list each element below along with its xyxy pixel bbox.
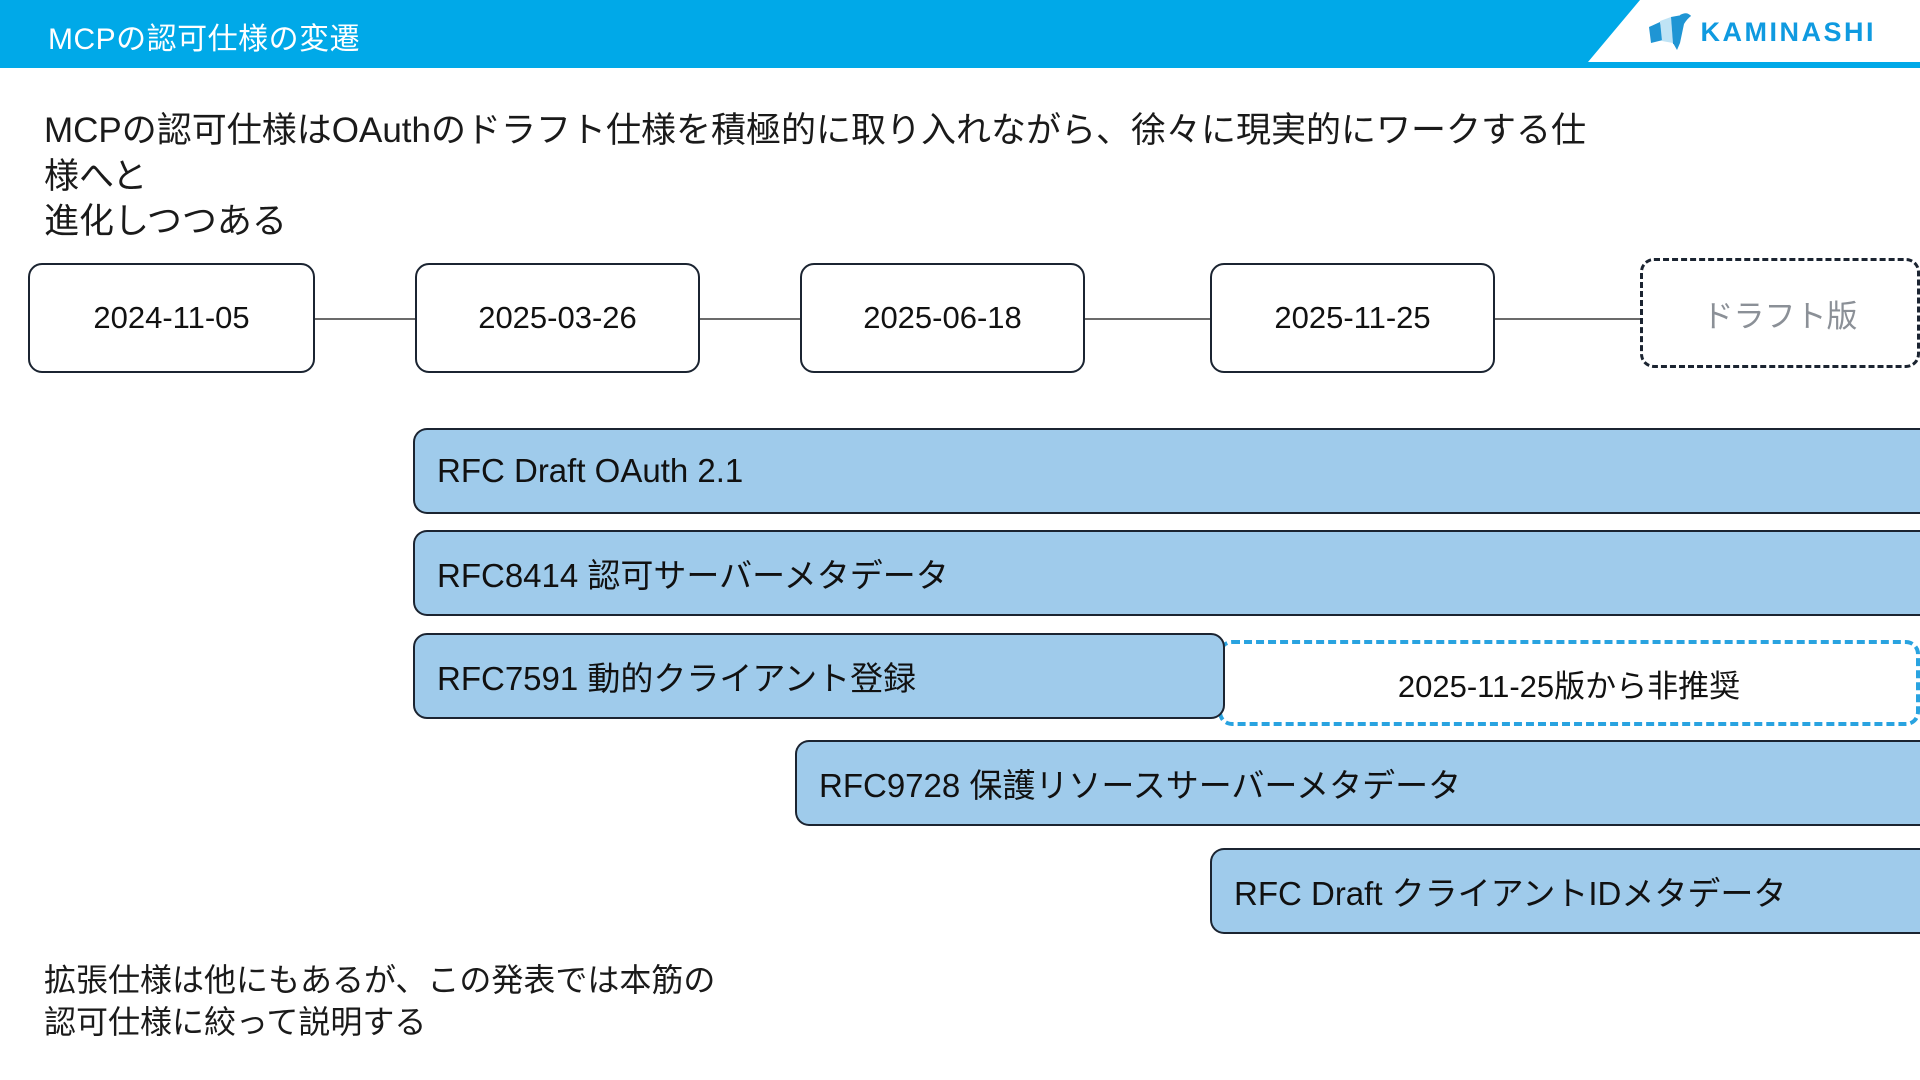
spec-bar-rfc9728[interactable]: RFC9728 保護リソースサーバーメタデータ [795,740,1920,826]
spec-bar-rfc7591[interactable]: RFC7591 動的クライアント登録 [413,633,1225,719]
slide-header: MCPの認可仕様の変遷 KAMINASHI [0,0,1920,68]
timeline-connector-4 [1495,318,1640,320]
timeline-milestone-2025-11-25[interactable]: 2025-11-25 [1210,263,1495,373]
header-rule [0,62,1920,68]
spec-bar-client-id-metadata[interactable]: RFC Draft クライアントIDメタデータ [1210,848,1920,934]
footnote-line-1: 拡張仕様は他にもあるが、この発表では本筋の [44,962,716,998]
spec-bar-oauth21[interactable]: RFC Draft OAuth 2.1 [413,428,1920,514]
subtitle-line-2: 進化しつつある [44,202,287,241]
page-title: MCPの認可仕様の変遷 [48,23,361,56]
timeline-milestone-2025-03-26[interactable]: 2025-03-26 [415,263,700,373]
slide-footnote: 拡張仕様は他にもあるが、この発表では本筋の 認可仕様に絞って説明する [44,960,715,1043]
timeline-connector-3 [1085,318,1210,320]
footnote-line-2: 認可仕様に絞って説明する [44,1003,427,1040]
spec-bar-rfc8414[interactable]: RFC8414 認可サーバーメタデータ [413,530,1920,616]
timeline-milestone-draft[interactable]: ドラフト版 [1640,258,1920,368]
timeline-connector-2 [700,318,800,320]
deprecation-annotation: 2025-11-25版から非推奨 [1218,640,1920,726]
header-band [0,0,1640,62]
slide-subtitle: MCPの認可仕様はOAuthのドラフト仕様を積極的に取り入れながら、徐々に現実的… [44,108,1604,245]
timeline-milestone-2025-06-18[interactable]: 2025-06-18 [800,263,1085,373]
brand-logo: KAMINASHI [1647,12,1877,52]
timeline-milestone-2024-11-05[interactable]: 2024-11-05 [28,263,315,373]
timeline-connector-1 [315,318,415,320]
subtitle-line-1: MCPの認可仕様はOAuthのドラフト仕様を積極的に取り入れながら、徐々に現実的… [44,111,1587,196]
brand-wordmark: KAMINASHI [1700,16,1876,47]
goat-head-icon [1648,13,1691,50]
